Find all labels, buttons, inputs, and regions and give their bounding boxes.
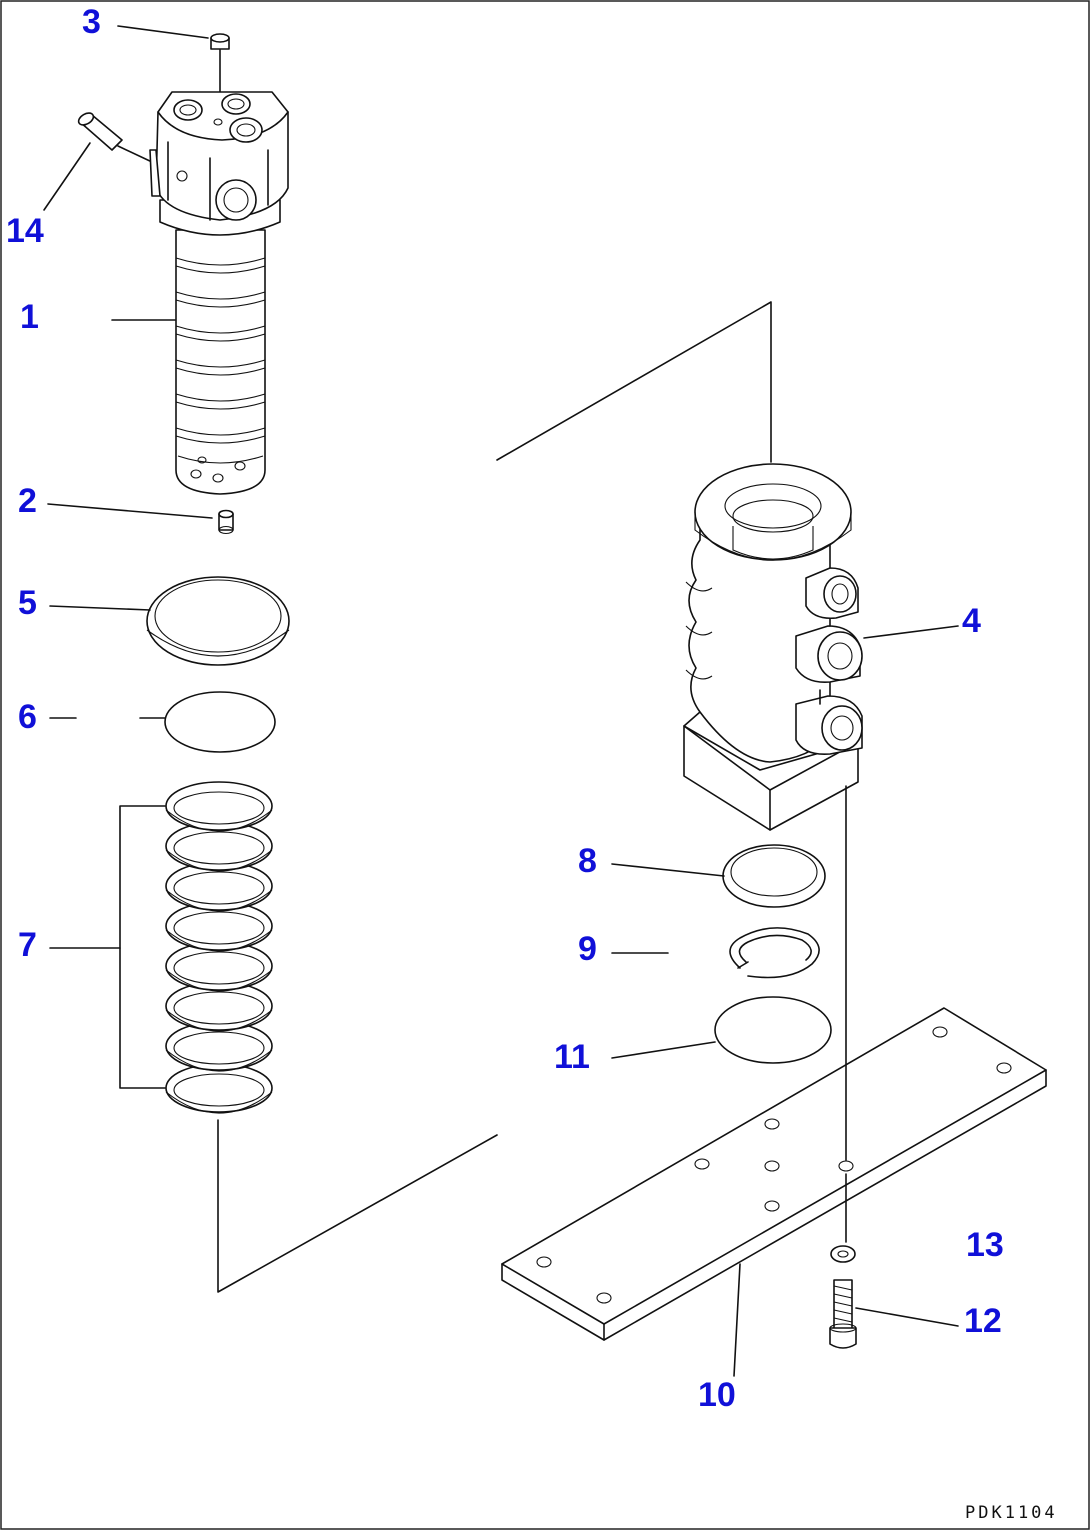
part-1-valve-cartridge	[149, 91, 289, 495]
part-11-o-ring	[714, 996, 832, 1064]
part-9-snap-ring	[729, 927, 820, 979]
callout-14: 14	[6, 212, 44, 250]
callout-10: 10	[698, 1376, 736, 1414]
callout-5: 5	[18, 584, 37, 622]
part-14-pin	[77, 112, 153, 163]
part-7-ring-stack	[165, 781, 273, 1114]
part-2-plug	[218, 509, 234, 535]
part-4-valve-body	[683, 463, 863, 831]
callout-12: 12	[964, 1302, 1002, 1340]
part-8-ring	[722, 844, 826, 908]
part-13-washer	[830, 1245, 856, 1263]
part-6-o-ring	[164, 691, 276, 753]
callout-labels: 3 14 1 2 5 6 7 4 8 9 11 13 12 10	[6, 3, 1004, 1414]
part-10-plate	[501, 1007, 1047, 1341]
callout-6: 6	[18, 698, 37, 736]
callout-8: 8	[578, 842, 597, 880]
callout-13: 13	[966, 1226, 1004, 1264]
callout-3: 3	[82, 3, 101, 41]
callout-4: 4	[962, 602, 981, 640]
part-5-ring	[146, 576, 290, 666]
callout-9: 9	[578, 930, 597, 968]
part-12-bolt	[829, 1279, 857, 1349]
callout-2: 2	[18, 482, 37, 520]
drawing-code: PDK1104	[965, 1503, 1058, 1523]
callout-11: 11	[554, 1038, 590, 1076]
assembly-lines	[43, 25, 959, 1377]
callout-7: 7	[18, 926, 37, 964]
callout-1: 1	[20, 298, 39, 336]
